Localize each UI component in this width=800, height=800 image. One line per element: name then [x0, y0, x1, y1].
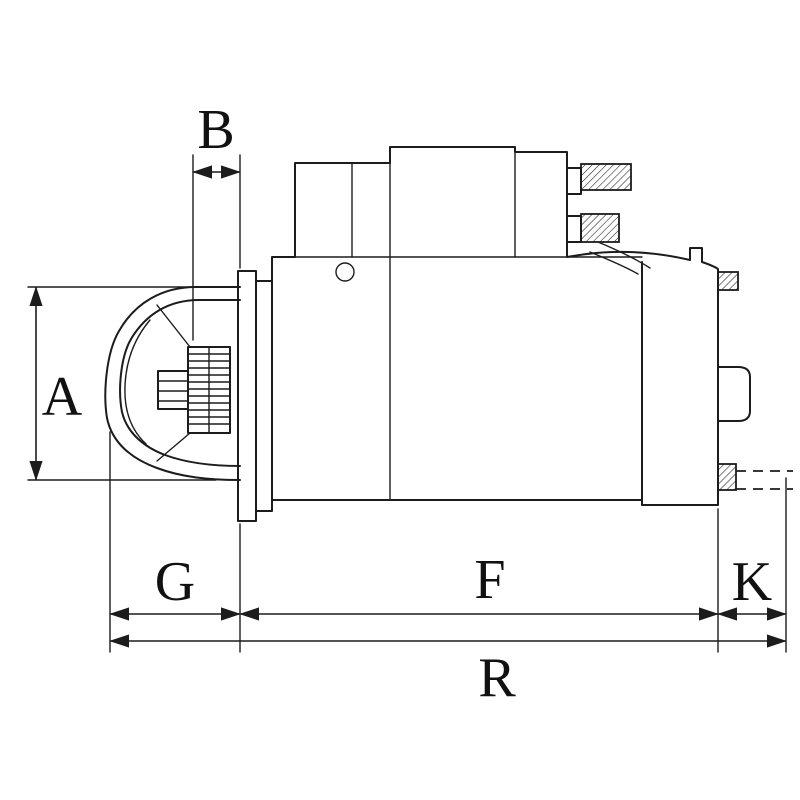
dimension-R: R — [109, 634, 787, 709]
dimension-label-a: A — [42, 366, 83, 428]
flange-plate-front — [237, 270, 257, 522]
terminal-nut-lower — [580, 213, 620, 243]
gear-teeth-lines — [187, 353, 231, 425]
rear-bolt-bottom — [717, 463, 737, 491]
dimension-G: G — [109, 551, 241, 621]
bracket-rib-top — [156, 304, 191, 348]
body-outer-contour — [271, 146, 719, 506]
dimension-label-b: B — [197, 99, 234, 161]
terminal-stud-lower — [566, 215, 582, 243]
mounting-flange — [237, 270, 273, 522]
bracket-inner-contour — [119, 299, 241, 467]
flange-plate-rear — [255, 280, 273, 512]
bracket-rib-bottom — [156, 432, 191, 462]
dimension-A: A — [27, 286, 217, 481]
pinion-shaft — [157, 370, 189, 410]
dimension-extension-lines-bottom — [109, 431, 787, 653]
dimension-B: B — [192, 99, 241, 341]
rear-attachments — [717, 271, 793, 491]
dimension-F: F — [239, 549, 719, 621]
dimension-annotations: A B G F — [27, 99, 787, 709]
hidden-axis-lines — [736, 470, 793, 490]
terminal-bolt-upper — [580, 163, 632, 191]
cable-line-2 — [589, 251, 639, 275]
bracket-outer-contour — [104, 286, 241, 481]
dimension-K: K — [717, 551, 787, 621]
solenoid-terminals — [566, 163, 632, 243]
starter-motor-drawing — [104, 146, 793, 522]
terminal-stud-upper — [566, 167, 582, 195]
dimension-label-g: G — [155, 551, 195, 613]
pinion-gear — [187, 346, 231, 434]
motor-body — [271, 146, 719, 506]
rear-bolt-top — [717, 271, 739, 291]
dimension-label-f: F — [474, 549, 505, 611]
cable-line-1 — [597, 241, 651, 269]
shaft-body — [157, 370, 189, 410]
rear-boss — [717, 366, 751, 422]
dimension-label-r: R — [478, 647, 516, 709]
shaft-spline-lines — [157, 380, 189, 402]
dimension-label-k: K — [732, 551, 772, 613]
drive-end-bracket — [104, 286, 241, 481]
bracket-hub-arc — [124, 319, 151, 445]
housing-hole — [335, 262, 355, 282]
